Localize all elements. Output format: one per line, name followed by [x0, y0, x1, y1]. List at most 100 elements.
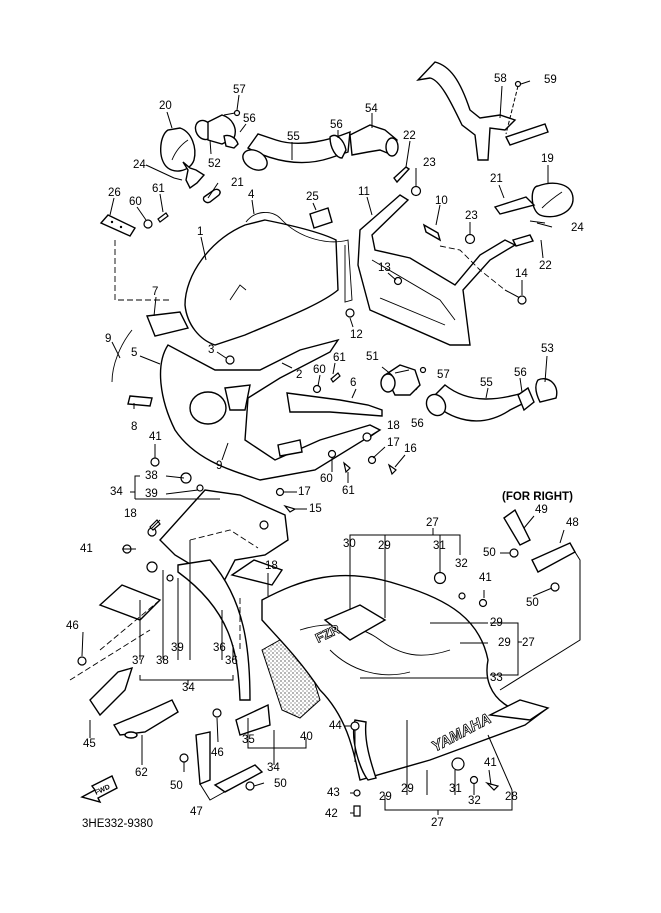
callout-55: 55	[287, 131, 300, 143]
callout-47: 47	[190, 806, 203, 818]
callout-29: 29	[378, 540, 391, 552]
callout-49: 49	[535, 504, 548, 516]
mirror-gasket	[202, 188, 221, 204]
callout-29: 29	[490, 617, 503, 629]
spacer-22	[393, 166, 535, 247]
callout-17: 17	[387, 437, 400, 449]
callout-56: 56	[243, 113, 256, 125]
callout-10: 10	[435, 195, 448, 207]
air-hose-55	[242, 130, 351, 171]
fastener-stack-42-44	[350, 721, 361, 817]
left-mirror	[160, 127, 206, 190]
callout-20: 20	[159, 100, 172, 112]
trim-4	[245, 212, 353, 303]
callout-9: 9	[105, 333, 112, 345]
callout-18: 18	[387, 420, 400, 432]
callout-41: 41	[149, 431, 162, 443]
callout-36: 36	[213, 642, 226, 654]
callout-56: 56	[514, 367, 527, 379]
leader-lines	[69, 80, 581, 815]
callout-61: 61	[342, 485, 355, 497]
part-10	[422, 223, 442, 242]
callout-55: 55	[480, 377, 493, 389]
callout-24: 24	[133, 159, 146, 171]
hardware-18-17-60-61-16	[275, 372, 397, 513]
panel-35	[235, 703, 271, 736]
callout-41: 41	[80, 543, 93, 555]
callout-8: 8	[131, 421, 138, 433]
callout-19: 19	[541, 153, 554, 165]
hose-clamp-56	[329, 134, 347, 159]
callout-38: 38	[156, 655, 169, 667]
air-duct-lower	[380, 364, 558, 422]
callout-15: 15	[309, 503, 322, 515]
callout-36: 36	[225, 655, 238, 667]
elbow-duct-54	[349, 124, 399, 157]
callout-58: 58	[494, 73, 507, 85]
screw-57	[223, 109, 241, 117]
callout-21: 21	[490, 173, 503, 185]
callout-44: 44	[329, 720, 342, 732]
callout-29: 29	[401, 783, 414, 795]
callout-4: 4	[248, 189, 255, 201]
callout-11: 11	[358, 186, 370, 198]
callout-3: 3	[208, 344, 215, 356]
callout-60: 60	[313, 364, 326, 376]
nut-12	[345, 308, 355, 318]
callout-24: 24	[571, 222, 584, 234]
callout-22: 22	[403, 130, 416, 142]
callout-50: 50	[483, 547, 496, 559]
callout-14: 14	[515, 268, 528, 280]
callout-13: 13	[378, 262, 391, 274]
callout-50: 50	[170, 780, 183, 792]
air-duct-52	[194, 114, 239, 149]
callout-23: 23	[465, 210, 478, 222]
callout-56: 56	[330, 119, 343, 131]
fwd-arrow-icon: FWD	[80, 775, 118, 804]
callout-1: 1	[197, 226, 204, 238]
mirror-screw	[173, 177, 183, 181]
callout-21: 21	[231, 177, 244, 189]
bolt-61	[157, 212, 169, 223]
small-bracket	[99, 214, 137, 237]
callout-40: 40	[300, 731, 313, 743]
right-mirror	[493, 182, 574, 218]
edge-trim-9	[111, 329, 133, 383]
callout-46: 46	[66, 620, 79, 632]
callout-9: 9	[216, 460, 223, 472]
callout-37: 37	[132, 655, 145, 667]
bracket-7	[146, 311, 190, 337]
callout-32: 32	[468, 795, 481, 807]
callout-12: 12	[350, 329, 363, 341]
upper-cowling-5	[159, 338, 382, 481]
bracket-45	[77, 656, 134, 717]
callout-17: 17	[298, 486, 311, 498]
callout-32: 32	[455, 558, 468, 570]
callout-57: 57	[233, 84, 246, 96]
screw-59	[505, 80, 522, 135]
callout-41: 41	[484, 757, 497, 769]
callout-57: 57	[437, 369, 450, 381]
bracket-47	[179, 731, 264, 793]
callout-5: 5	[131, 347, 138, 359]
callout-34: 34	[110, 486, 123, 498]
callout-27: 27	[431, 817, 444, 829]
callout-27: 27	[522, 637, 535, 649]
callout-30: 30	[343, 538, 356, 550]
nut-60	[143, 219, 153, 229]
callout-35: 35	[242, 734, 255, 746]
callout-46: 46	[211, 747, 224, 759]
callout-6: 6	[350, 377, 357, 389]
fairing-stay-11	[357, 194, 517, 346]
callout-18: 18	[124, 508, 137, 520]
callout-18: 18	[265, 560, 278, 572]
screw-24-right	[529, 220, 546, 224]
callout-50: 50	[274, 778, 287, 790]
bolt-14	[504, 289, 527, 305]
callout-54: 54	[365, 103, 378, 115]
callout-42: 42	[325, 808, 338, 820]
callout-34: 34	[267, 762, 280, 774]
callout-60: 60	[320, 473, 333, 485]
side-panel-6	[286, 392, 383, 417]
